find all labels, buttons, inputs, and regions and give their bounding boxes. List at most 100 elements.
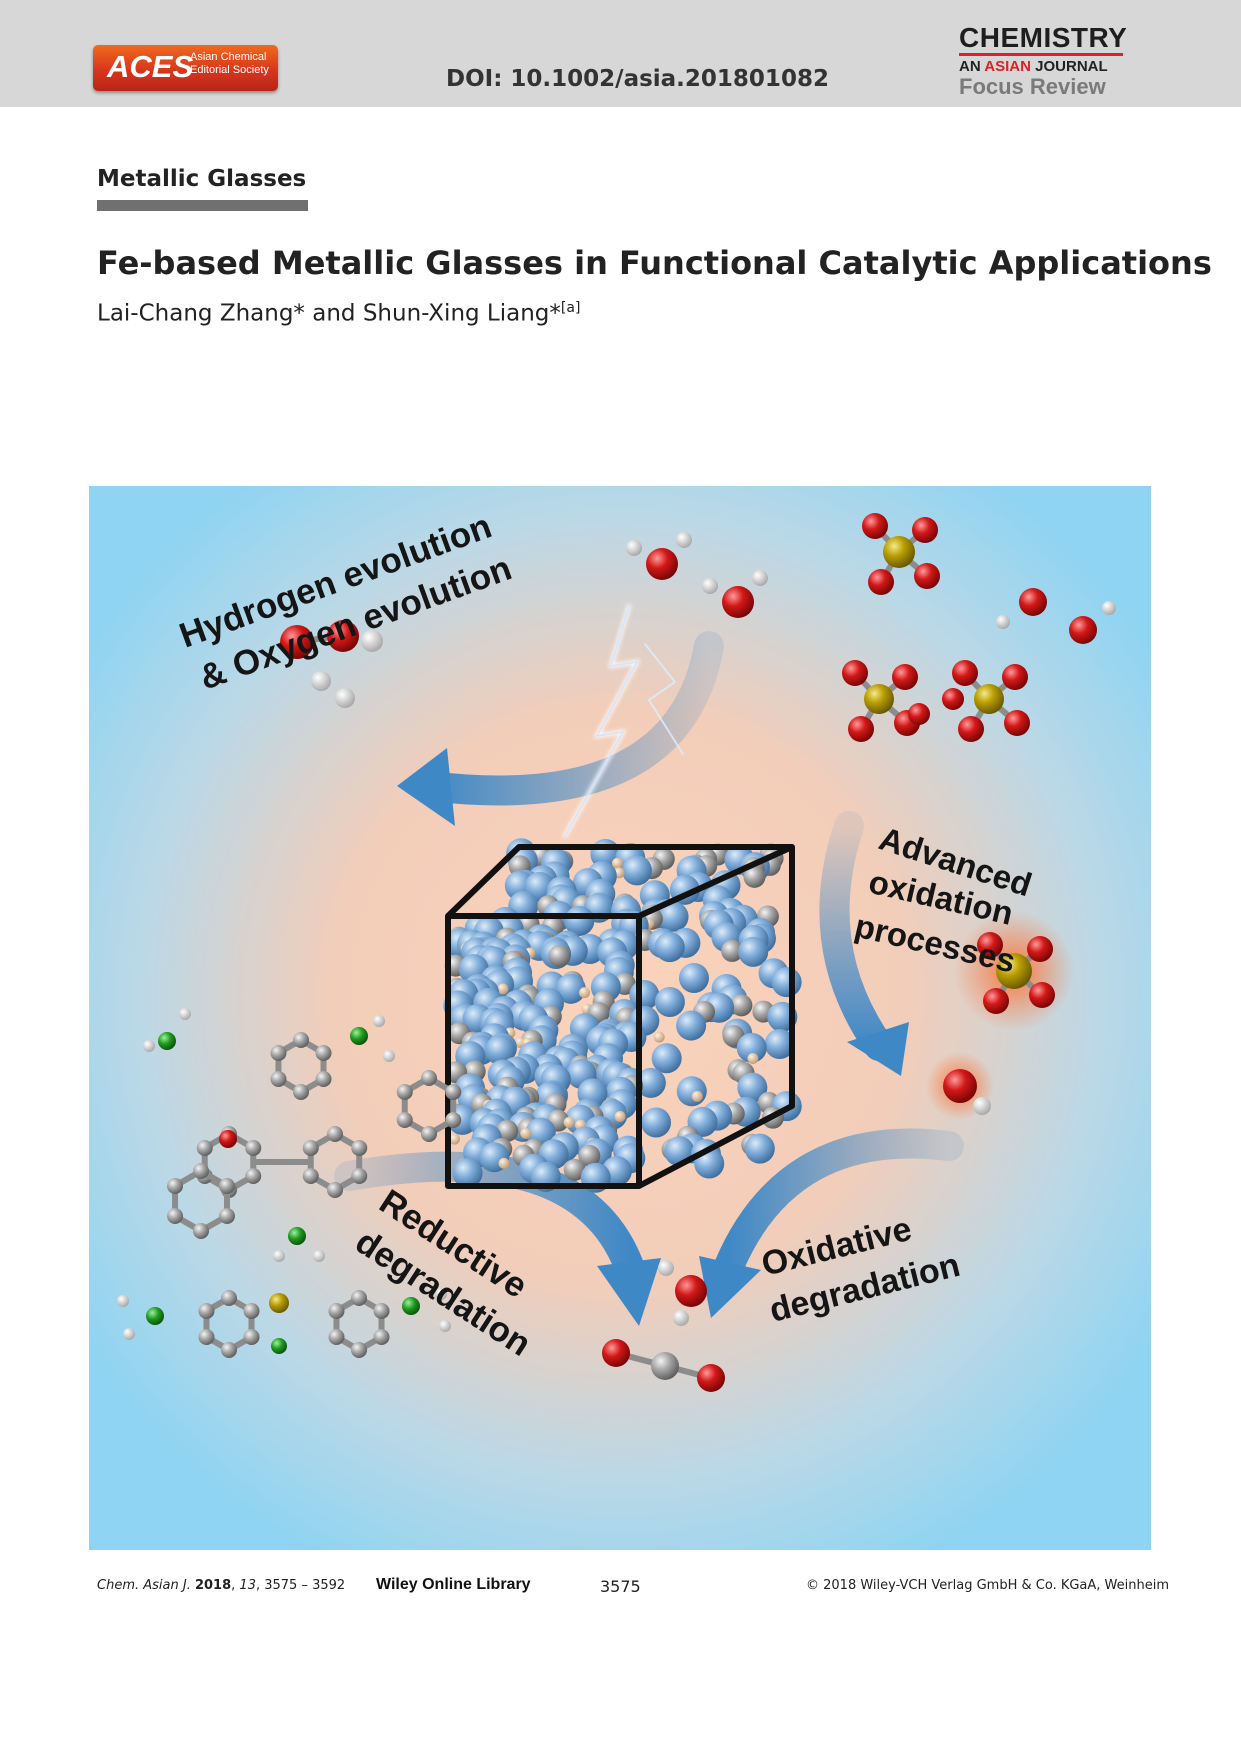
- metallic-glass-cube: [443, 838, 802, 1193]
- nitrogen-atom: [146, 1307, 164, 1325]
- carbon-atom: [445, 1084, 462, 1100]
- arrow-aop-head: [847, 1022, 909, 1076]
- arrow-red-head: [597, 1258, 661, 1326]
- graphical-abstract: Hydrogen evolution & Oxygen evolution Ad…: [89, 486, 1151, 1550]
- affiliation-mark: [a]: [560, 300, 581, 316]
- nitrogen-atom: [158, 1032, 176, 1050]
- aces-logo: ACES Asian Chemical Editorial Society: [93, 45, 278, 91]
- oxygen-atom: [862, 513, 888, 539]
- fe-atom: [651, 1043, 682, 1074]
- oxygen-atom: [848, 716, 874, 742]
- fe-atom: [555, 973, 586, 1004]
- carbon-atom: [245, 1168, 262, 1184]
- fe-atom: [771, 967, 802, 998]
- oxygen-atom: [983, 988, 1009, 1014]
- journal-logo: CHEMISTRY AN ASIAN JOURNAL Focus Review: [959, 24, 1129, 99]
- light-atom: [449, 1133, 461, 1145]
- light-atom: [579, 987, 591, 999]
- carbon-atom: [445, 1112, 462, 1128]
- light-atom: [691, 1090, 703, 1102]
- sulfur-atom: [996, 953, 1032, 989]
- oxygen-atom: [675, 1275, 707, 1307]
- carbon-atom: [243, 1303, 260, 1319]
- light-atom: [653, 1031, 665, 1043]
- oxygen-atom: [1027, 936, 1053, 962]
- fe-atom: [621, 855, 652, 886]
- carbon-atom: [351, 1140, 368, 1156]
- carbon-atom: [221, 1342, 237, 1358]
- citation-year: 2018: [194, 1578, 232, 1593]
- oxygen-atom: [943, 1069, 977, 1103]
- article-title: Fe-based Metallic Glasses in Functional …: [97, 244, 1212, 282]
- citation-journal: Chem. Asian J.: [97, 1578, 191, 1593]
- sulfur-atom: [864, 684, 894, 714]
- carbon-atom: [198, 1303, 215, 1319]
- article-type: Focus Review: [959, 74, 1106, 99]
- oxygen-atom: [327, 620, 359, 652]
- carbon-atom: [245, 1140, 262, 1156]
- oxygen-atom: [1069, 616, 1097, 644]
- page-header: ACES Asian Chemical Editorial Society DO…: [0, 0, 1241, 107]
- journal-subname: AN ASIAN JOURNAL: [959, 58, 1129, 75]
- carbon-atom: [193, 1223, 209, 1239]
- hydrogen-atom: [752, 570, 768, 586]
- carbon-atom: [328, 1329, 345, 1345]
- doi: DOI: 10.1002/asia.201801082: [446, 66, 829, 92]
- arrow-her-shaft: [414, 631, 724, 806]
- nitrogen-atom: [402, 1297, 420, 1315]
- carbon-atom: [198, 1329, 215, 1345]
- hydrogen-atom: [673, 1310, 689, 1326]
- carbon-atom: [373, 1303, 390, 1319]
- oxygen-atom: [912, 517, 938, 543]
- carbon-atom: [193, 1163, 209, 1179]
- carbon-atom: [327, 1126, 343, 1142]
- fe-atom: [658, 901, 689, 932]
- journal-an: AN: [959, 58, 981, 75]
- wiley-online-library[interactable]: Wiley Online Library: [376, 1576, 531, 1593]
- nitrogen-atom: [271, 1338, 287, 1354]
- page-number: 3575: [600, 1577, 641, 1596]
- hydrogen-atom: [123, 1328, 135, 1340]
- hydrogen-atom: [658, 1260, 674, 1276]
- carbon-atom: [196, 1140, 213, 1156]
- carbon-atom: [421, 1126, 437, 1142]
- fe-atom: [641, 1107, 672, 1138]
- sulfur-atom: [269, 1293, 289, 1313]
- fe-atom: [654, 987, 685, 1018]
- carbon-atom: [302, 1168, 319, 1184]
- hydrogen-atom: [676, 532, 692, 548]
- carbon-atom: [315, 1071, 332, 1087]
- light-atom: [611, 857, 623, 869]
- oxygen-atom: [908, 703, 930, 725]
- light-atom: [498, 1157, 510, 1169]
- carbon-atom: [351, 1342, 367, 1358]
- oxygen-atom: [842, 660, 868, 686]
- metalloid-atom: [563, 1158, 586, 1181]
- fe-atom: [736, 1032, 767, 1063]
- light-atom: [520, 1127, 532, 1139]
- carbon-atom: [167, 1208, 184, 1224]
- arrows: [334, 631, 964, 1326]
- carbon-atom: [293, 1032, 309, 1048]
- hydrogen-atom: [973, 1097, 991, 1115]
- fe-atom: [678, 962, 709, 993]
- carbon-atom: [221, 1290, 237, 1306]
- arrow-ox-head: [699, 1256, 761, 1318]
- arrow-her-head: [397, 748, 455, 826]
- oxygen-atom: [1019, 588, 1047, 616]
- sulfur-atom: [974, 684, 1004, 714]
- fe-atom: [738, 936, 769, 967]
- hydrogen-atom: [335, 688, 355, 708]
- metalloid-atom: [743, 865, 766, 888]
- hydrogen-atom: [996, 615, 1010, 629]
- oxygen-atom: [892, 664, 918, 690]
- carbon-atom: [328, 1303, 345, 1319]
- hydrogen-atom: [143, 1040, 155, 1052]
- carbon-atom: [270, 1071, 287, 1087]
- nitrogen-atom: [350, 1027, 368, 1045]
- graphical-abstract-svg: Hydrogen evolution & Oxygen evolution Ad…: [89, 486, 1151, 1550]
- carbon-atom: [243, 1329, 260, 1345]
- metalloid-atom: [730, 994, 753, 1017]
- carbon-atom: [327, 1182, 343, 1198]
- fe-atom: [635, 1067, 666, 1098]
